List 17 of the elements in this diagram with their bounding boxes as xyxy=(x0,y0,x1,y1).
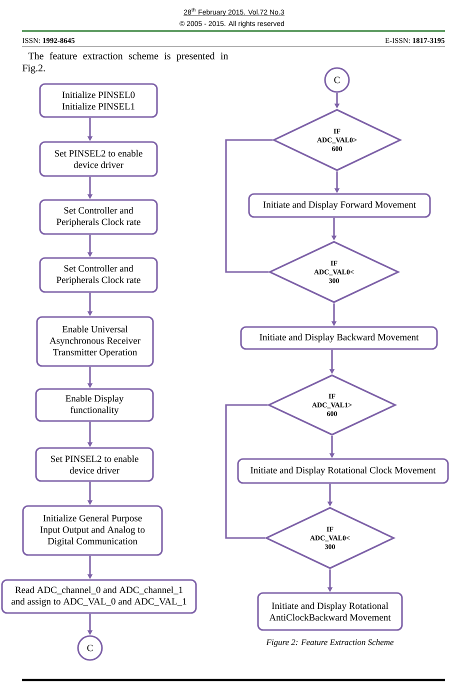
process-box: Read ADC_channel_0 and ADC_channel_1 and assign to ADC_VAL_0 and ADC_VAL_1 xyxy=(1,579,197,614)
body-text: The feature extraction scheme is presented in Fig.2. xyxy=(22,52,228,74)
process-box: Set Controller and Peripherals Clock rate xyxy=(39,199,158,235)
process-box: Initiate and Display Forward Movement xyxy=(248,193,431,218)
connector-line xyxy=(225,404,268,539)
process-box: Initiate and Display Rotational AntiClockBackward Movement xyxy=(257,592,403,631)
connector-line xyxy=(225,139,273,273)
figure-caption: Figure 2: Feature Extraction Scheme xyxy=(266,639,394,647)
process-box: Set PINSEL2 to enable device driver xyxy=(35,447,154,482)
process-box: Initialize PINSEL0 Initialize PINSEL1 xyxy=(39,83,158,118)
process-box: Initiate and Display Backward Movement xyxy=(240,326,438,350)
process-box: Initiate and Display Rotational Clock Movement xyxy=(237,458,449,484)
process-box: Set Controller and Peripherals Clock rate xyxy=(39,257,158,293)
process-box: Enable Universal Asynchronous Receiver Transmitter Operation xyxy=(36,316,154,367)
process-box: Initialize General Purpose Input Output and Analog to Digital Communication xyxy=(22,505,163,556)
process-box: Enable Display functionality xyxy=(35,388,154,422)
process-box: Set PINSEL2 to enable device driver xyxy=(39,141,158,177)
